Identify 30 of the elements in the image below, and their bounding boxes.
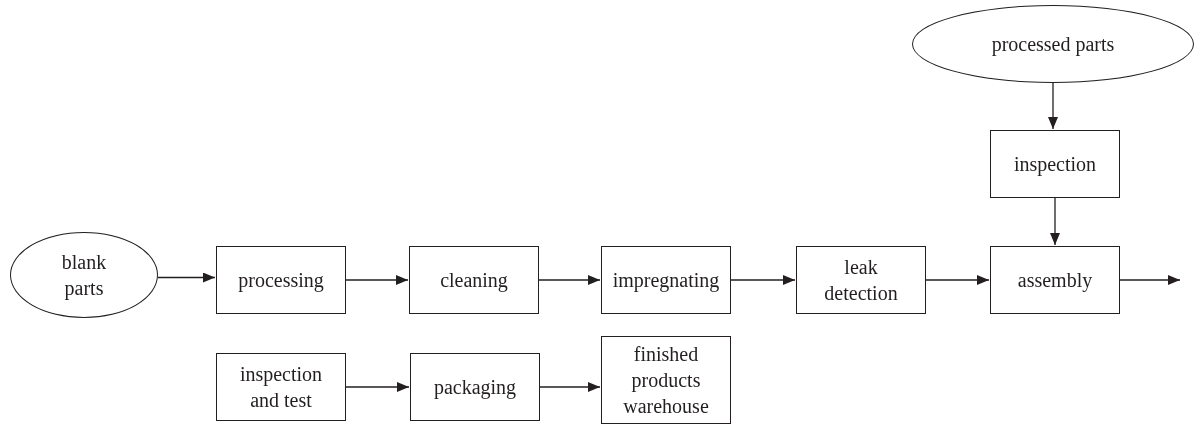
arrow (1050, 197, 1060, 246)
process-box (796, 246, 926, 314)
arrow (345, 382, 410, 392)
process-box (410, 353, 540, 421)
node-label: inspection (1013, 152, 1097, 177)
process-box (990, 130, 1120, 198)
node-label: leak detection (823, 255, 899, 306)
node-label: processed parts (991, 32, 1115, 57)
arrow (157, 272, 216, 283)
process-box (601, 336, 731, 424)
node-label: cleaning (440, 268, 508, 293)
arrow (538, 275, 601, 285)
node-label: packaging (433, 375, 517, 400)
process-box (216, 246, 346, 314)
node-label: processing (238, 268, 324, 293)
process-box (216, 353, 346, 421)
arrow (730, 275, 796, 285)
arrow (345, 275, 409, 285)
node-label: assembly (1017, 268, 1093, 293)
process-box (990, 246, 1120, 314)
node-label: inspection and test (238, 362, 324, 413)
node-label: impregnating (612, 268, 720, 293)
node-label: blank parts (60, 250, 108, 301)
process-box (409, 246, 539, 314)
arrow (925, 275, 990, 285)
node-label: finished products warehouse (622, 342, 710, 419)
arrow (1119, 275, 1181, 285)
arrow (1048, 82, 1058, 130)
arrow (539, 382, 601, 392)
process-box (601, 246, 731, 314)
